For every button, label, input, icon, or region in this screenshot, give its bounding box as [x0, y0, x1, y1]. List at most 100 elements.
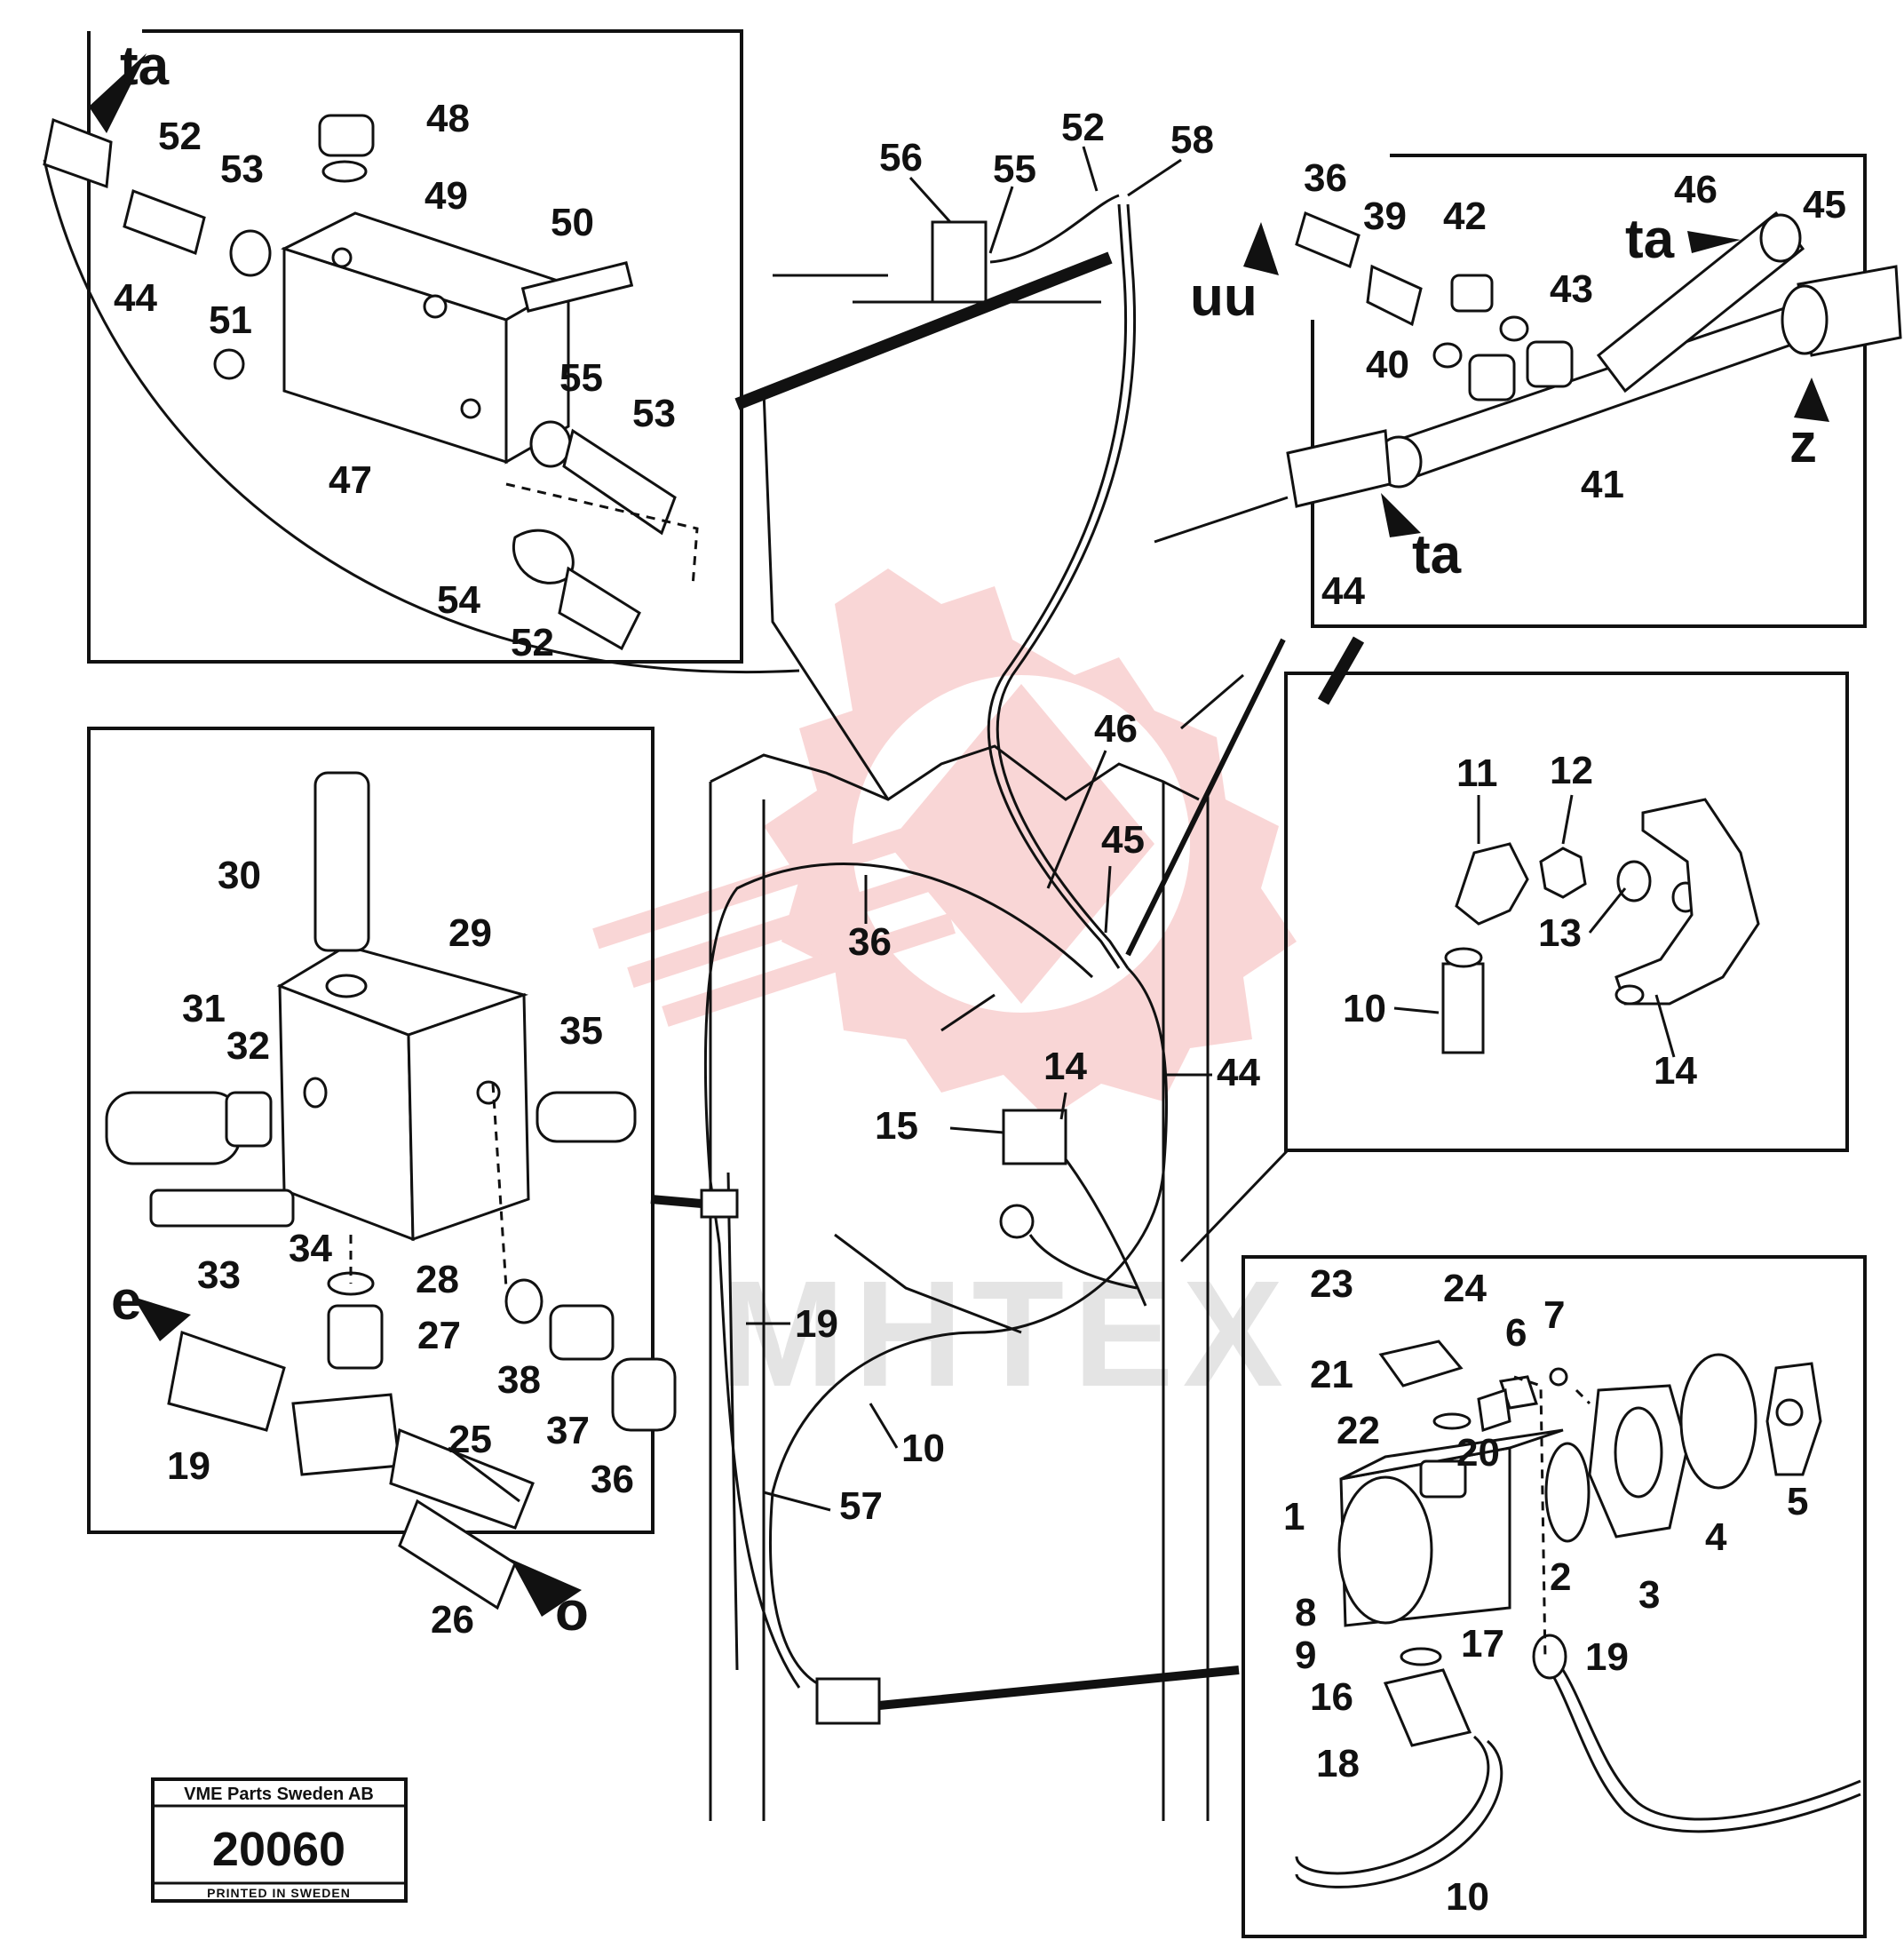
- detail-leaders: [650, 251, 1365, 1710]
- callout-42: 42: [1443, 195, 1487, 238]
- callouts-top-right: 36 39 42 43 40 46 45 41 44 ta uu z ta: [1190, 156, 1846, 613]
- callout-52b: 52: [511, 621, 554, 664]
- callout-10r: 10: [1343, 987, 1386, 1030]
- central-hoses: [700, 194, 1169, 1725]
- watermark-gear-logo: [592, 568, 1297, 1119]
- callout-50: 50: [551, 201, 594, 244]
- callout-13: 13: [1538, 911, 1582, 955]
- callout-4: 4: [1705, 1515, 1727, 1559]
- callouts-mid-right: 11 12 13 10 14: [1343, 749, 1697, 1093]
- stamp-company: VME Parts Sweden AB: [184, 1785, 374, 1804]
- callouts-center: 46 45 36 14 15 44 19 10 57: [746, 707, 1260, 1528]
- letter-ta: ta: [120, 36, 170, 97]
- callout-14c: 14: [1043, 1045, 1087, 1088]
- callout-56: 56: [879, 136, 923, 179]
- callout-7: 7: [1543, 1293, 1565, 1337]
- callout-44c: 44: [1217, 1051, 1260, 1094]
- watermark-text: MHTEX: [719, 1250, 1292, 1419]
- callout-27: 27: [417, 1314, 461, 1357]
- callout-53: 53: [220, 147, 264, 191]
- tank-part-56: [931, 220, 988, 304]
- callout-46: 46: [1674, 168, 1718, 211]
- detail-box-top-right: [1154, 154, 1902, 628]
- callouts-mid-left: 30 29 31 32 35 33 34 28 27 38 37 36 19 2…: [111, 854, 634, 1642]
- callout-44: 44: [114, 276, 157, 320]
- callout-36: 36: [1304, 156, 1347, 200]
- callout-19c: 19: [795, 1302, 838, 1346]
- callout-9: 9: [1295, 1634, 1316, 1677]
- callout-3: 3: [1638, 1573, 1660, 1617]
- letter-ta-right: ta: [1625, 209, 1675, 270]
- callout-36m: 36: [591, 1458, 634, 1501]
- letter-e: e: [111, 1270, 141, 1332]
- callout-52c: 52: [1061, 106, 1105, 149]
- callout-16: 16: [1310, 1675, 1353, 1719]
- callout-43: 43: [1550, 267, 1593, 311]
- callout-8: 8: [1295, 1591, 1316, 1634]
- callout-1: 1: [1283, 1495, 1305, 1539]
- letter-z: z: [1789, 413, 1817, 474]
- callouts-top-left: 52 53 48 49 50 44 51 47 55 53 54 52 ta: [114, 36, 676, 664]
- callout-15: 15: [875, 1104, 918, 1148]
- callout-26: 26: [431, 1598, 474, 1642]
- stamp-number: 20060: [212, 1823, 345, 1876]
- callout-14r: 14: [1654, 1049, 1697, 1093]
- callout-19r: 19: [1585, 1635, 1629, 1679]
- letter-uu: uu: [1190, 266, 1257, 328]
- callout-6: 6: [1505, 1311, 1527, 1355]
- callout-46c: 46: [1094, 707, 1138, 751]
- callout-35: 35: [559, 1009, 603, 1053]
- callout-54: 54: [437, 578, 480, 622]
- callout-25: 25: [448, 1418, 492, 1461]
- machine-frame: [709, 220, 1244, 1821]
- callouts-top-center: 56 55 52 58: [879, 106, 1214, 254]
- callout-55c: 55: [993, 147, 1036, 191]
- detail-box-top-left: [43, 29, 800, 673]
- stamp-box: VME Parts Sweden AB 20060 PRINTED IN SWE…: [151, 1777, 408, 1903]
- callout-12: 12: [1550, 749, 1593, 792]
- pump-bracket: [815, 1677, 881, 1725]
- callout-44r: 44: [1321, 569, 1365, 613]
- callout-33: 33: [197, 1253, 241, 1297]
- callout-58: 58: [1170, 118, 1214, 162]
- callout-32: 32: [226, 1024, 270, 1068]
- callout-22: 22: [1337, 1409, 1380, 1452]
- letter-o: o: [555, 1581, 589, 1642]
- callout-10b: 10: [1446, 1875, 1489, 1919]
- callout-53b: 53: [632, 392, 676, 435]
- callout-39: 39: [1363, 195, 1407, 238]
- letter-ta-lower: ta: [1412, 524, 1462, 585]
- callout-20: 20: [1456, 1431, 1500, 1475]
- callout-57: 57: [839, 1484, 883, 1528]
- callout-10c: 10: [901, 1427, 945, 1470]
- callout-5: 5: [1787, 1480, 1808, 1523]
- fitting-block-center: [700, 1189, 739, 1219]
- callout-40: 40: [1366, 343, 1409, 386]
- callout-48: 48: [426, 97, 470, 140]
- callout-36c: 36: [848, 920, 892, 964]
- callout-55: 55: [559, 356, 603, 400]
- callout-45c: 45: [1101, 818, 1145, 862]
- callout-51: 51: [209, 298, 252, 342]
- detail-box-bottom-right: [1242, 1255, 1867, 1938]
- callout-37: 37: [546, 1409, 590, 1452]
- callout-47: 47: [329, 458, 372, 502]
- callout-21: 21: [1310, 1353, 1353, 1396]
- callout-31: 31: [182, 987, 226, 1030]
- callout-38: 38: [497, 1358, 541, 1402]
- callout-23: 23: [1310, 1262, 1353, 1306]
- callout-24: 24: [1443, 1267, 1487, 1310]
- stamp-footer: PRINTED IN SWEDEN: [207, 1886, 351, 1900]
- ball-fitting: [999, 1204, 1035, 1239]
- callout-49: 49: [424, 174, 468, 218]
- callout-34: 34: [289, 1227, 332, 1270]
- callout-17: 17: [1461, 1622, 1504, 1666]
- callout-45: 45: [1803, 183, 1846, 227]
- callout-30: 30: [218, 854, 261, 897]
- callout-18: 18: [1316, 1742, 1360, 1785]
- callout-41: 41: [1581, 463, 1624, 506]
- callout-11: 11: [1456, 751, 1498, 795]
- detail-box-mid-left: [87, 727, 677, 1617]
- callout-52: 52: [158, 115, 202, 158]
